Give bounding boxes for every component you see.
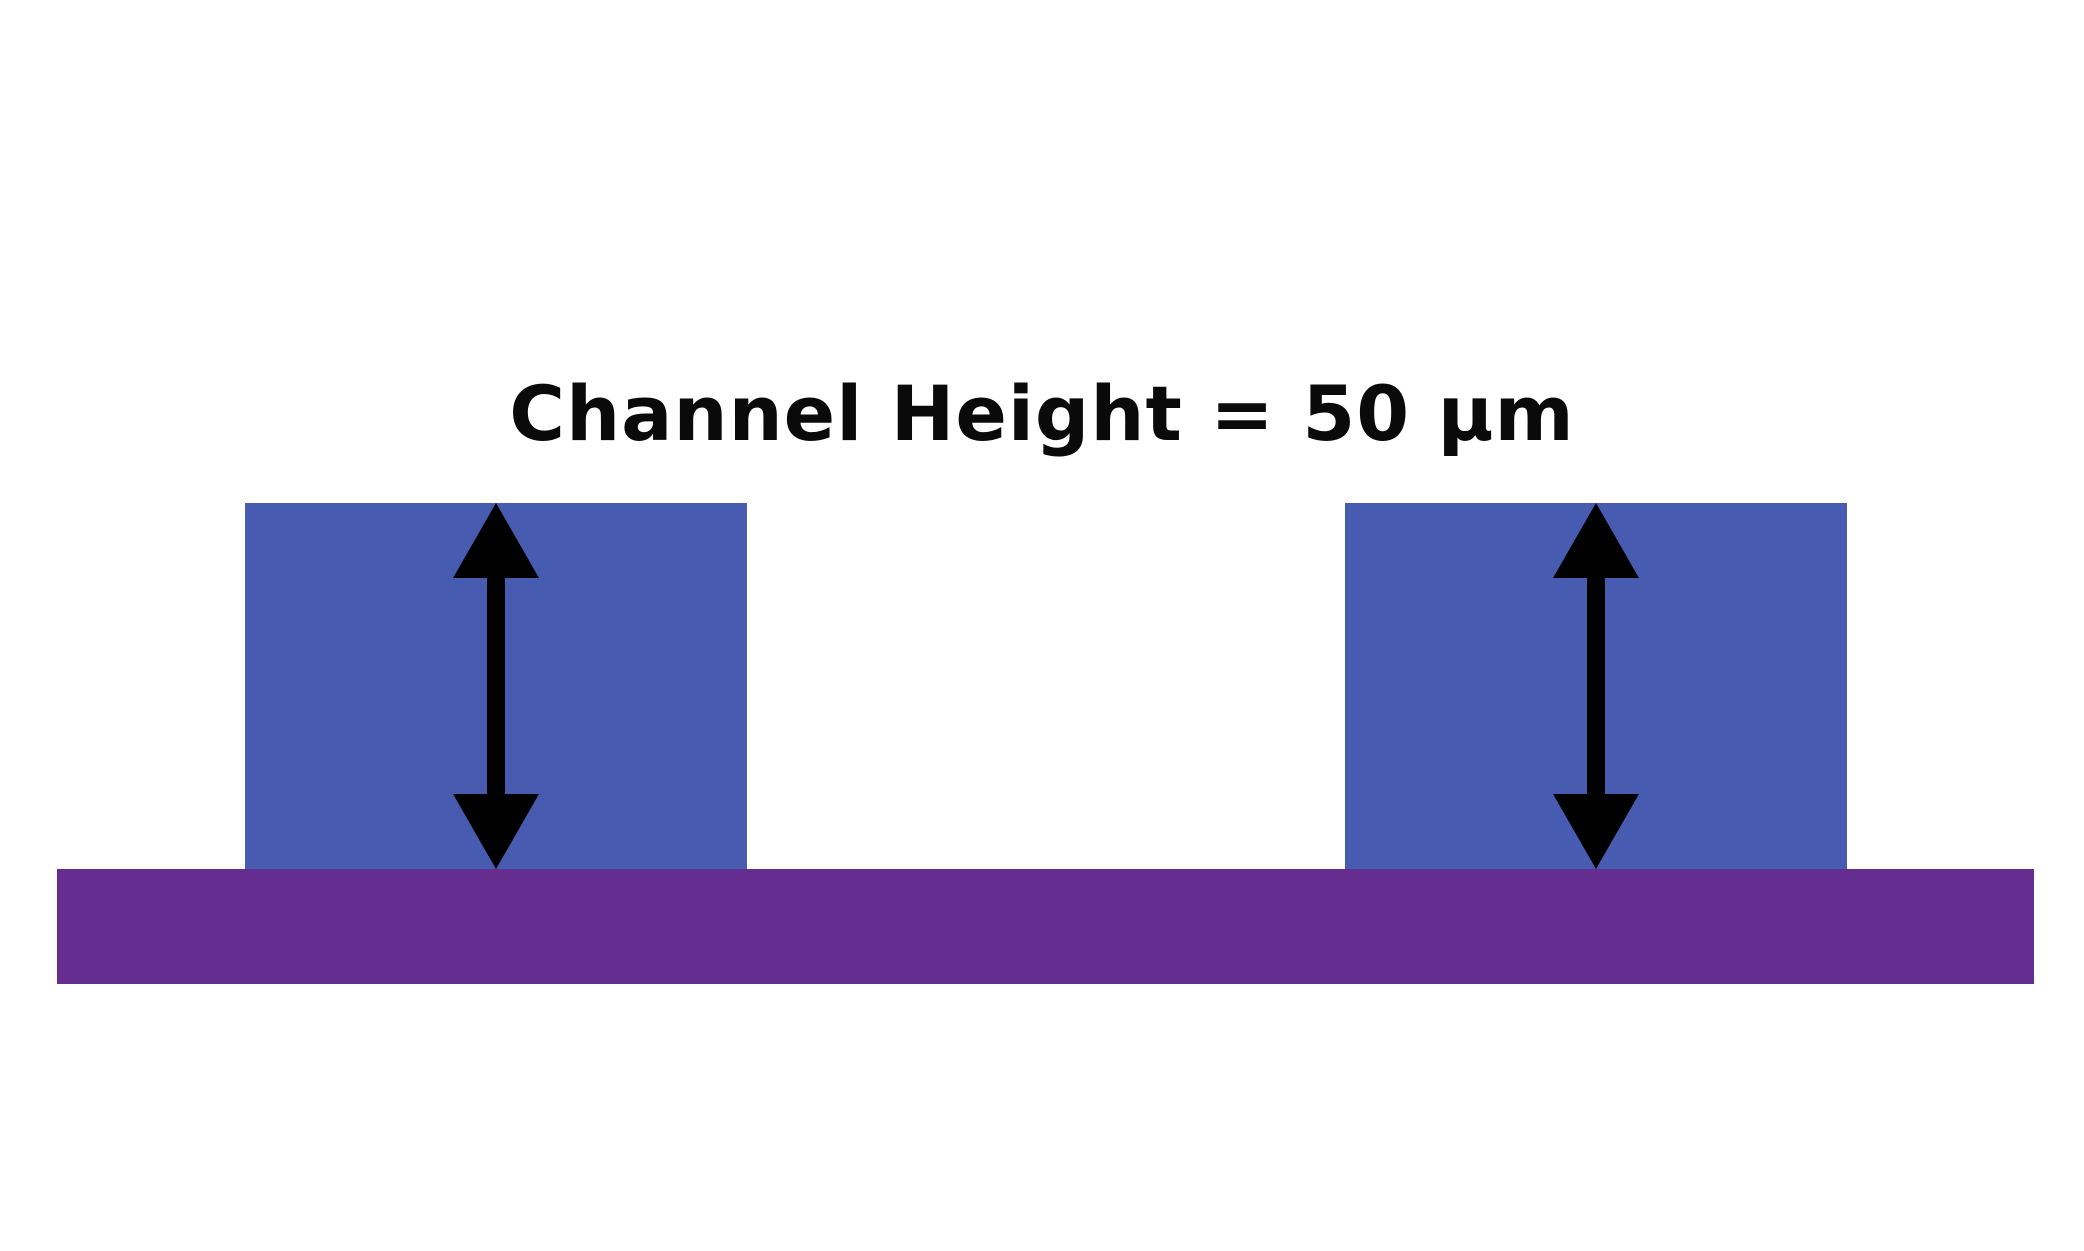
right-arrow-shaft xyxy=(1587,577,1605,795)
substrate-layer xyxy=(57,869,2034,984)
left-arrow-shaft xyxy=(487,577,505,795)
diagram-title: Channel Height = 50 µm xyxy=(509,369,1575,458)
left-arrow-top-head xyxy=(453,503,539,578)
right-arrow-bottom-head xyxy=(1553,794,1639,869)
left-height-arrow-icon xyxy=(453,503,539,869)
right-height-arrow-icon xyxy=(1553,503,1639,869)
right-arrow-top-head xyxy=(1553,503,1639,578)
left-arrow-bottom-head xyxy=(453,794,539,869)
